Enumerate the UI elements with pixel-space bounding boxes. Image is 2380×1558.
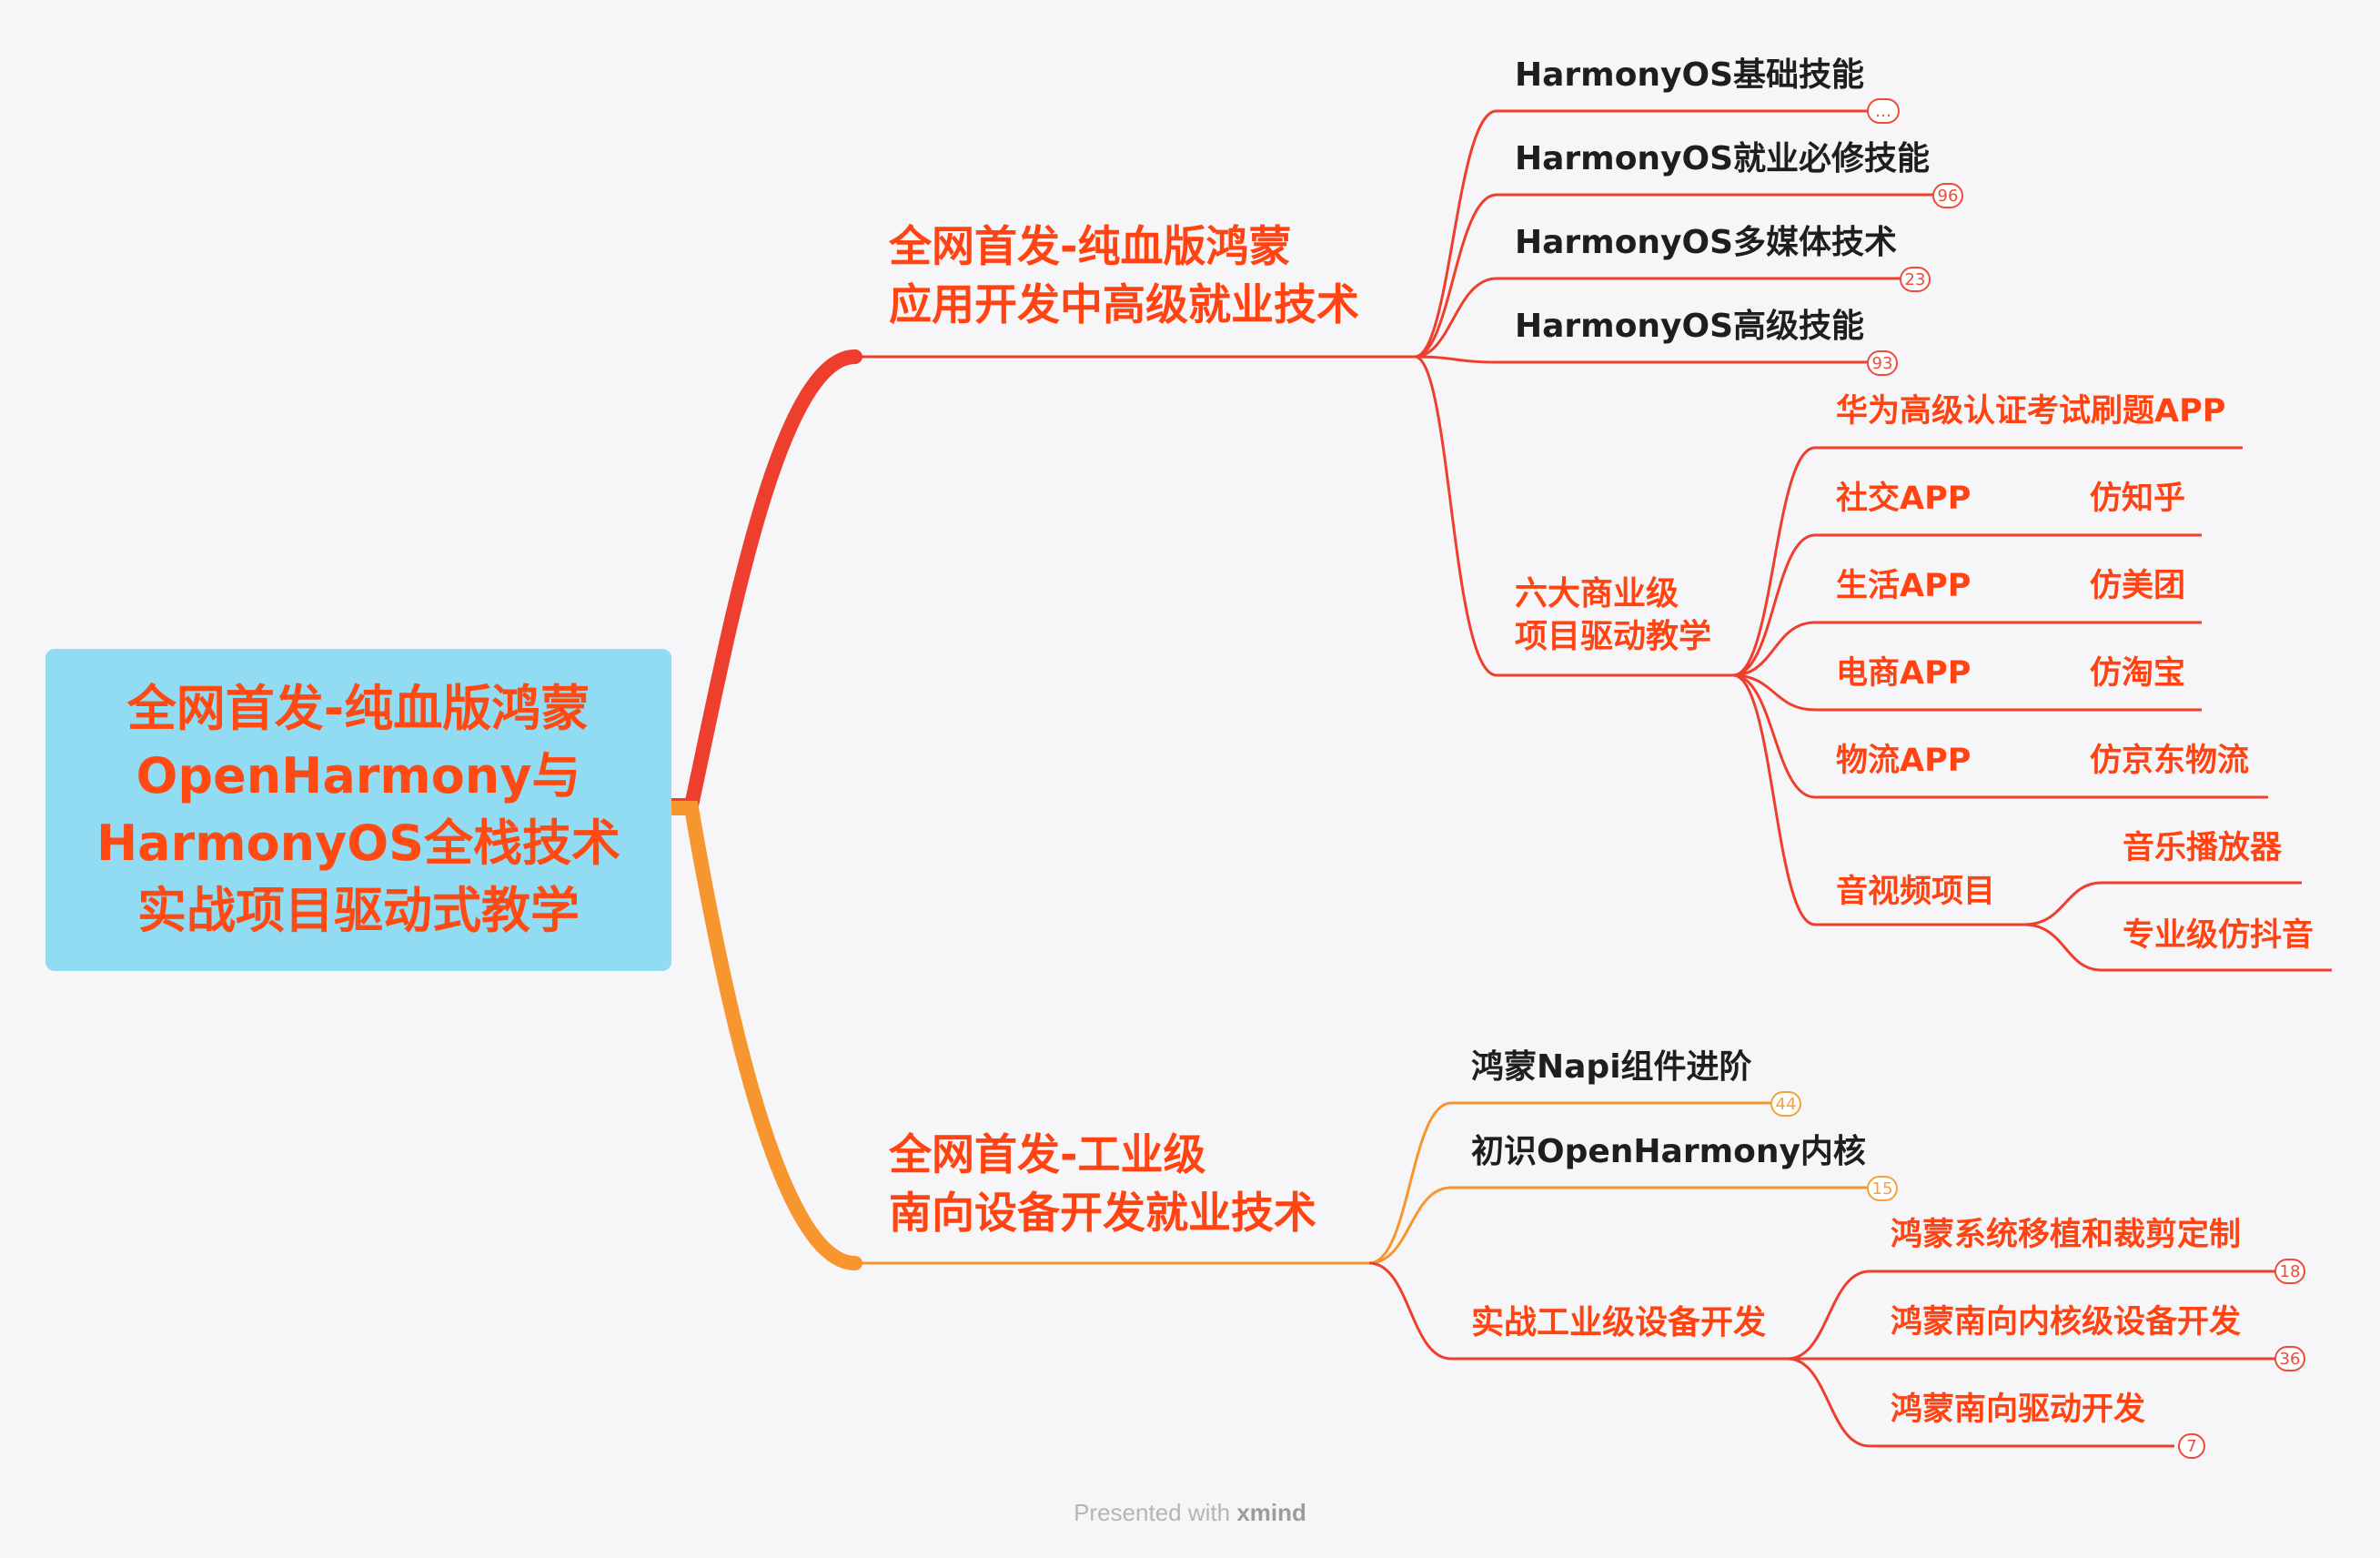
connector-logistics-app	[1732, 673, 2268, 799]
collapsed-count-badge[interactable]: …	[1867, 98, 1900, 124]
connector-ecommerce-app	[1732, 673, 2202, 712]
collapsed-count-badge[interactable]: 7	[2178, 1433, 2205, 1459]
topic-kernel-device[interactable]: 鸿蒙南向内核级设备开发	[1891, 1304, 2242, 1340]
footer-brand: xmind	[1236, 1499, 1306, 1526]
connector-port	[1787, 1270, 2277, 1361]
collapsed-count-badge[interactable]: 93	[1867, 350, 1898, 376]
connector-harmony-advanced	[1414, 355, 1870, 364]
connector-harmony-employment	[1414, 193, 1936, 359]
topic-industrial-dev[interactable]: 实战工业级设备开发	[1471, 1304, 1767, 1341]
connector-av-project	[1732, 673, 2024, 926]
connector-root-branch-2	[666, 801, 862, 1270]
topic-huawei-exam-app[interactable]: 华为高级认证考试刷题APP	[1836, 393, 2226, 430]
topic-openharmony-kernel[interactable]: 初识OpenHarmony内核	[1471, 1133, 1866, 1170]
branch-1-title[interactable]: 全网首发-纯血版鸿蒙 应用开发中高级就业技术	[889, 222, 1359, 330]
connector-driver	[1787, 1357, 2174, 1448]
root-topic[interactable]: 全网首发-纯血版鸿蒙 OpenHarmony与 HarmonyOS全栈技术 实战…	[45, 649, 671, 971]
topic-life-app[interactable]: 生活APP	[1836, 568, 1972, 604]
topic-port-customize[interactable]: 鸿蒙系统移植和裁剪定制	[1891, 1217, 2242, 1253]
connector-life-app	[1732, 621, 2202, 677]
topic-six-projects[interactable]: 六大商业级 项目驱动教学	[1515, 575, 1712, 655]
topic-logistics-app[interactable]: 物流APP	[1836, 743, 1972, 779]
collapsed-count-badge[interactable]: 36	[2274, 1346, 2305, 1371]
detail-jd-logistics[interactable]: 仿京东物流	[2090, 743, 2250, 779]
connector-music-player	[2023, 881, 2302, 926]
topic-harmony-advanced[interactable]: HarmonyOS高级技能	[1515, 308, 1865, 345]
detail-meituan[interactable]: 仿美团	[2090, 568, 2186, 604]
root-title: 全网首发-纯血版鸿蒙 OpenHarmony与 HarmonyOS全栈技术 实战…	[96, 680, 621, 939]
connector-douyin	[2023, 923, 2332, 972]
connector-harmony-media	[1414, 277, 1901, 359]
detail-zhihu[interactable]: 仿知乎	[2090, 481, 2186, 517]
xmind-watermark: Presented with xmind	[0, 1499, 2380, 1527]
topic-harmony-media[interactable]: HarmonyOS多媒体技术	[1515, 224, 1898, 261]
topic-harmony-basic[interactable]: HarmonyOS基础技能	[1515, 56, 1865, 94]
connector-kernel	[1368, 1186, 1870, 1265]
connector-huawei-app	[1732, 446, 2243, 677]
topic-ecommerce-app[interactable]: 电商APP	[1836, 655, 1972, 692]
topic-music-player[interactable]: 音乐播放器	[2123, 830, 2283, 866]
connector-harmony-basic	[1414, 109, 1883, 359]
topic-driver-dev[interactable]: 鸿蒙南向驱动开发	[1891, 1391, 2146, 1428]
detail-taobao[interactable]: 仿淘宝	[2090, 655, 2186, 692]
collapsed-count-badge[interactable]: 18	[2274, 1259, 2305, 1284]
collapsed-count-badge[interactable]: 23	[1900, 267, 1931, 292]
connector-root-branch-1	[666, 349, 862, 813]
topic-napi[interactable]: 鸿蒙Napi组件进阶	[1471, 1048, 1752, 1086]
topic-pro-douyin[interactable]: 专业级仿抖音	[2123, 917, 2314, 954]
connector-six-projects	[1414, 355, 1733, 677]
collapsed-count-badge[interactable]: 44	[1770, 1091, 1801, 1117]
connector-industrial	[1368, 1261, 1788, 1361]
footer-prefix: Presented with	[1074, 1499, 1231, 1526]
branch-2-title[interactable]: 全网首发-工业级 南向设备开发就业技术	[889, 1130, 1316, 1239]
connector-napi	[1368, 1101, 1772, 1265]
connector-social-app	[1732, 533, 2202, 677]
collapsed-count-badge[interactable]: 96	[1932, 183, 1963, 208]
collapsed-count-badge[interactable]: 15	[1867, 1176, 1898, 1201]
topic-av-project[interactable]: 音视频项目	[1836, 874, 1996, 910]
topic-harmony-employment[interactable]: HarmonyOS就业必修技能	[1515, 140, 1931, 177]
topic-social-app[interactable]: 社交APP	[1836, 481, 1972, 517]
